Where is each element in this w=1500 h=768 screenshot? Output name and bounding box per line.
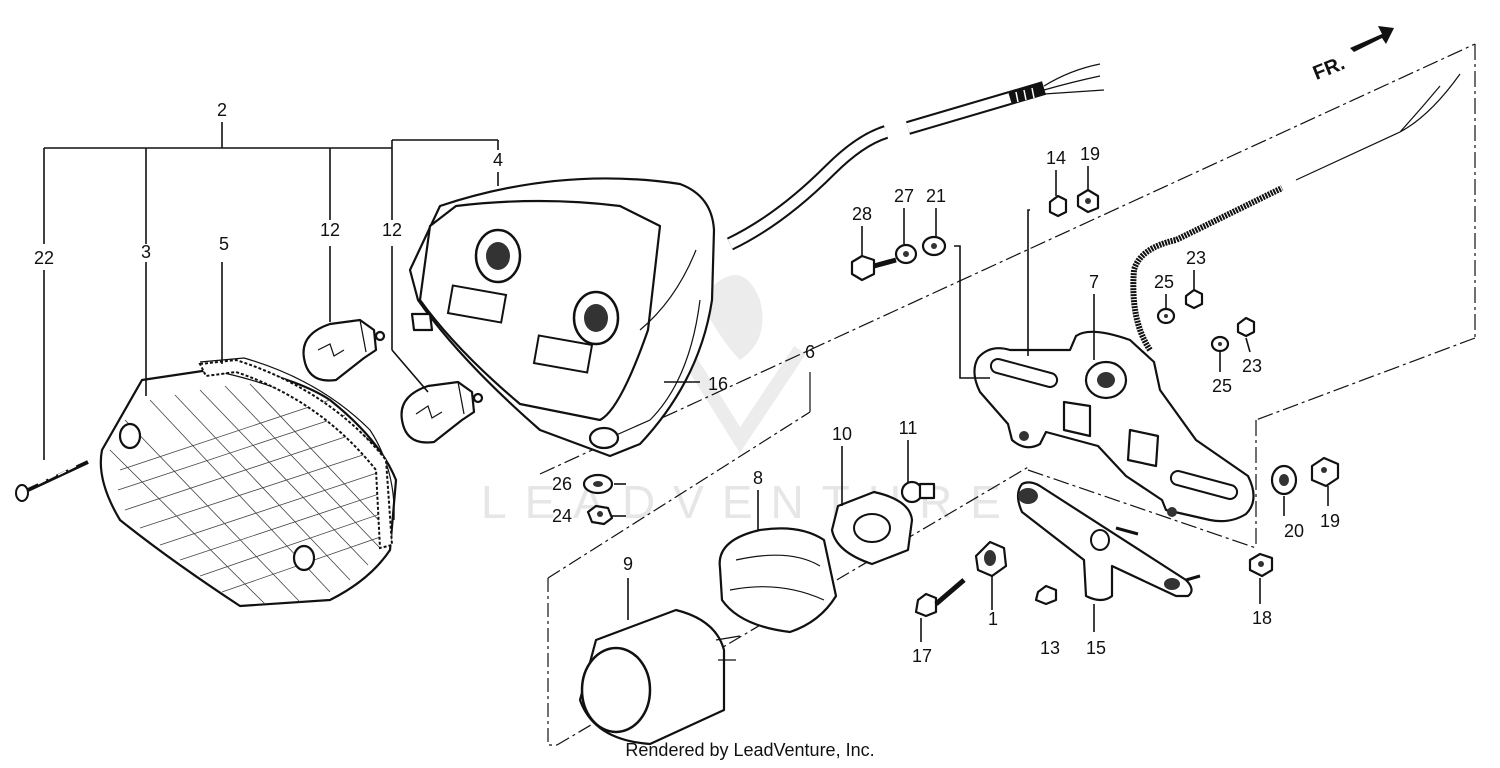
front-direction-arrow: FR.: [1310, 26, 1394, 85]
washer-25-lower: [1210, 335, 1230, 353]
callout-25b: 25: [1212, 376, 1232, 396]
tail-housing: [408, 177, 716, 458]
callout-8: 8: [753, 468, 763, 488]
callout-21: 21: [926, 186, 946, 206]
bulb-1: [302, 318, 386, 382]
callout-1: 1: [988, 609, 998, 629]
callout-12b: 12: [382, 220, 402, 240]
callout-13: 13: [1040, 638, 1060, 658]
bulb-small: [900, 480, 936, 504]
callout-19a: 19: [1080, 144, 1100, 164]
callout-12a: 12: [320, 220, 340, 240]
front-label: FR.: [1310, 52, 1348, 84]
footer-credit: Rendered by LeadVenture, Inc.: [625, 740, 875, 760]
callout-20: 20: [1284, 521, 1304, 541]
callout-11: 11: [899, 418, 918, 438]
assembly-bracket-2: [43, 122, 499, 244]
nut-14: [1048, 194, 1068, 218]
bracket-wire: [1130, 73, 1461, 352]
washer-25-upper: [1156, 307, 1176, 325]
assembly-outline-bracket: [539, 43, 1476, 549]
bolt-17: [914, 578, 966, 618]
callout-4: 4: [493, 150, 503, 170]
nut-24: [586, 504, 614, 526]
socket-plate: [830, 490, 914, 566]
callout-25a: 25: [1154, 272, 1174, 292]
license-lens: [718, 527, 838, 634]
callout-27: 27: [894, 186, 914, 206]
nut-19-bottom: [1310, 456, 1340, 488]
callout-10: 10: [832, 424, 852, 444]
washer-21: [921, 235, 947, 257]
nut-1: [974, 540, 1008, 578]
license-lamp: [578, 608, 741, 746]
license-bracket: [973, 330, 1255, 523]
assembly-outline-6: [547, 372, 1031, 746]
grommet-20: [1270, 464, 1298, 496]
nut-18: [1248, 552, 1274, 578]
callout-24: 24: [552, 506, 572, 526]
washer-27: [894, 243, 918, 265]
tail-lens: [99, 357, 398, 608]
callout-7: 7: [1089, 272, 1099, 292]
washer-26: [582, 473, 614, 495]
bulb-2: [400, 380, 484, 444]
callout-22: 22: [34, 248, 54, 268]
callout-6: 6: [805, 342, 815, 362]
license-stay: [1016, 481, 1201, 602]
leader-lines: [43, 166, 1329, 642]
callout-18: 18: [1252, 608, 1272, 628]
nut-19-top: [1076, 188, 1100, 214]
callout-23a: 23: [1186, 248, 1206, 268]
callout-5: 5: [219, 234, 229, 254]
nut-23-upper: [1184, 288, 1204, 310]
callout-14: 14: [1046, 148, 1066, 168]
callout-23b: 23: [1242, 356, 1262, 376]
lens-gasket: [198, 358, 394, 550]
callout-2: 2: [217, 100, 227, 120]
callout-26: 26: [552, 474, 572, 494]
callout-15: 15: [1086, 638, 1106, 658]
bolt-28: [850, 254, 897, 282]
housing-wire: [726, 63, 1105, 251]
lens-screw: [15, 460, 89, 502]
bolt-13: [1034, 584, 1058, 606]
callout-16: 16: [708, 374, 728, 394]
callout-19b: 19: [1320, 511, 1340, 531]
callout-3: 3: [141, 242, 151, 262]
callout-labels: 1 2 3 4 5 6 7 8 9 10 11 12 12 13 14 15 1…: [34, 100, 1340, 666]
nut-23-lower: [1236, 316, 1256, 338]
callout-9: 9: [623, 554, 633, 574]
callout-17: 17: [912, 646, 932, 666]
callout-28: 28: [852, 204, 872, 224]
